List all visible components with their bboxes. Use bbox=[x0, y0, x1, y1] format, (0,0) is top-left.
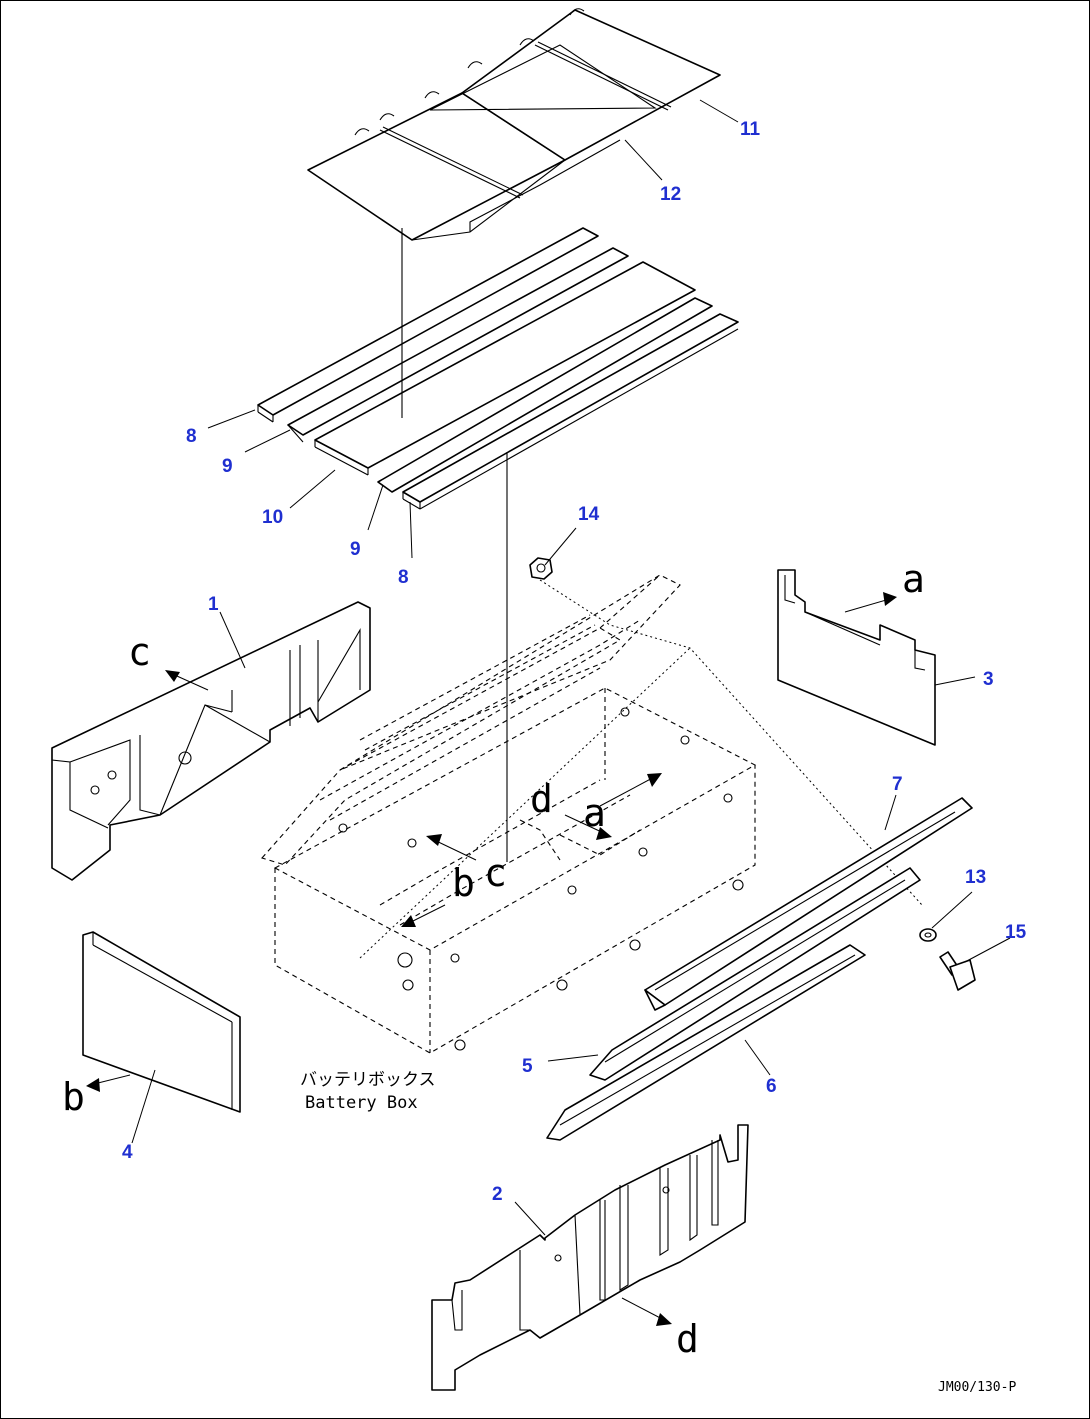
callout-12: 12 bbox=[660, 184, 681, 205]
callout-numbers: 11 12 8 9 10 9 8 14 1 3 7 13 15 5 6 4 2 bbox=[122, 119, 1027, 1205]
view-ref-b-box: b bbox=[452, 861, 475, 905]
callout-9-lower: 9 bbox=[350, 539, 361, 560]
part-4-plate bbox=[82, 931, 241, 1113]
callout-3: 3 bbox=[983, 669, 994, 690]
callout-7: 7 bbox=[892, 774, 903, 795]
callout-8-upper: 8 bbox=[186, 426, 197, 447]
callout-13: 13 bbox=[965, 867, 986, 888]
view-ref-d-box: d bbox=[530, 777, 553, 821]
callout-6: 6 bbox=[766, 1076, 777, 1097]
view-ref-b-part4: b bbox=[62, 1075, 85, 1119]
callout-1: 1 bbox=[208, 594, 219, 615]
callout-4: 4 bbox=[122, 1142, 133, 1163]
view-ref-a-box: a bbox=[583, 791, 606, 835]
callout-8-lower: 8 bbox=[398, 567, 409, 588]
leader-lines bbox=[131, 99, 1011, 1236]
callout-2: 2 bbox=[492, 1184, 503, 1205]
callout-10: 10 bbox=[262, 507, 283, 528]
bolt-leader-dotted-2 bbox=[359, 647, 691, 959]
callout-5: 5 bbox=[522, 1056, 533, 1077]
view-ref-d-part2: d bbox=[676, 1317, 699, 1361]
part-3-side-plate bbox=[777, 569, 936, 746]
view-reference-letters: c a d a b c b d bbox=[62, 557, 925, 1361]
drawing-code: JM00/130-P bbox=[938, 1380, 1016, 1395]
view-ref-c-box: c bbox=[484, 851, 507, 895]
rails-5-6-7 bbox=[546, 797, 973, 1141]
caption-english: Battery Box bbox=[305, 1093, 418, 1113]
callout-9-upper: 9 bbox=[222, 456, 233, 477]
bolt-leader-dotted bbox=[539, 579, 923, 906]
view-ref-c-part1: c bbox=[128, 630, 151, 674]
part-13-washer bbox=[919, 928, 937, 942]
view-ref-a-part3: a bbox=[902, 557, 925, 601]
direction-arrows bbox=[86, 592, 897, 1326]
callout-11: 11 bbox=[740, 119, 761, 140]
battery-box bbox=[261, 574, 757, 1054]
part-15-bolt bbox=[939, 951, 976, 991]
callout-14: 14 bbox=[578, 504, 600, 525]
part-1-side-plate bbox=[51, 601, 371, 881]
part-2-bottom-plate bbox=[431, 1124, 749, 1391]
callout-15: 15 bbox=[1005, 922, 1027, 943]
floor-slats bbox=[257, 227, 739, 510]
cover-panels bbox=[307, 8, 721, 241]
caption-japanese: バッテリボックス bbox=[300, 1070, 436, 1090]
